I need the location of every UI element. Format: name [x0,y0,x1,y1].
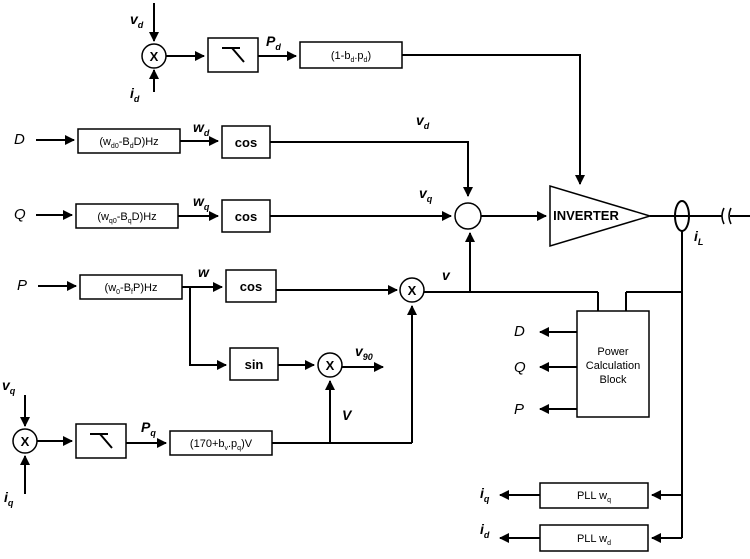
svg-text:PLL wq: PLL wq [577,490,611,504]
svg-text:PLL wd: PLL wd [577,533,611,547]
v-multiplier: X [399,277,425,303]
wd-signal-label: wd [193,119,210,138]
svg-text:INVERTER: INVERTER [553,208,619,223]
svg-text:cos: cos [240,279,262,294]
svg-text:cos: cos [235,209,257,224]
pd-signal-label: Pd [266,33,281,52]
V-signal-label: V [342,407,353,423]
v-amplitude-block: (170+bv.pq)V [169,430,273,456]
line-break-symbol [721,207,750,225]
vd-input-label: vd [130,11,144,30]
svg-text:X: X [326,358,335,373]
output-D-label: D [514,323,525,340]
pd-multiplier: X [141,3,167,92]
svg-text:Calculation: Calculation [586,360,640,372]
svg-text:(wq0-BqD)Hz: (wq0-BqD)Hz [97,211,156,225]
v90-multiplier: X [317,352,343,378]
svg-text:Power: Power [597,346,629,358]
svg-text:X: X [408,283,417,298]
sin-block: sin [229,347,279,381]
wq-frequency-block: (wq0-BqD)Hz [75,203,179,229]
pll-wq-block: PLL wq [539,482,649,509]
svg-text:X: X [150,49,159,64]
svg-text:(1-bd.pd): (1-bd.pd) [331,50,371,64]
svg-text:(wd0-BdD)Hz: (wd0-BdD)Hz [99,136,158,150]
output-iq-label: iq [480,485,490,504]
input-Q-label: Q [14,206,26,223]
input-P-label: P [17,277,27,294]
vd-signal-label: vd [416,112,430,131]
cos-block-p: cos [225,269,277,303]
pd-gain-block: (1-bd.pd) [299,41,403,69]
cos-block-q: cos [221,199,271,233]
svg-text:sin: sin [245,357,264,372]
iL-signal-label: iL [694,228,703,247]
pq-signal-label: Pq [141,419,156,438]
inverter-block: INVERTER [549,184,653,248]
pll-wd-block: PLL wd [539,524,649,552]
wd-frequency-block: (wd0-BdD)Hz [77,128,181,154]
pq-multiplier: X [12,395,38,494]
power-calculation-block: Power Calculation Block [576,310,650,418]
w-signal-label: w [198,264,210,280]
id-input-label: id [130,85,140,104]
v90-signal-label: v90 [355,343,373,362]
input-D-label: D [14,131,25,148]
wq-signal-label: wq [193,193,210,212]
summing-junction [454,202,482,230]
vq-signal-label: vq [419,185,433,204]
output-P-label: P [514,401,524,418]
pq-filter-block [75,423,127,459]
svg-text:X: X [21,434,30,449]
pd-filter-block [207,37,259,73]
svg-text:(170+bv.pq)V: (170+bv.pq)V [190,438,253,452]
svg-text:Block: Block [600,374,627,386]
v-signal-label: v [442,267,451,283]
iq-input-label: iq [4,489,14,508]
output-Q-label: Q [514,359,526,376]
w-frequency-block: (w0-BfP)Hz [79,274,183,300]
svg-text:cos: cos [235,135,257,150]
svg-text:(w0-BfP)Hz: (w0-BfP)Hz [105,282,158,296]
vq-input-label: vq [2,377,16,396]
output-id-label: id [480,521,490,540]
cos-block-d: cos [221,125,271,159]
